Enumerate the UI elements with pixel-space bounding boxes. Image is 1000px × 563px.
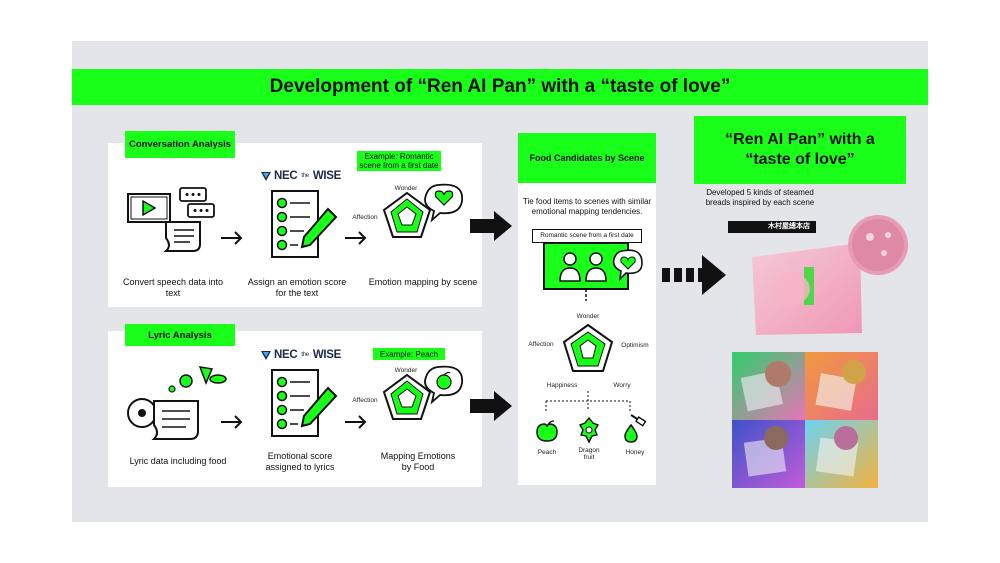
food-candidates-panel: Food Candidates by Scene Tie food items … [518, 133, 656, 485]
nec-wise: WISE [312, 170, 342, 182]
slide: Development of “Ren AI Pan” with a “tast… [72, 41, 928, 522]
lyric-tag: Lyric Analysis [125, 324, 235, 346]
video-speech-icon [127, 187, 215, 252]
food-desc: Tie food items to scenes with similar em… [522, 197, 652, 216]
checklist-pencil-icon [271, 369, 338, 437]
radar-label-wonder: Wonder [394, 367, 418, 374]
honey-icon [624, 414, 647, 443]
radar-label-wonder: Wonder [394, 185, 418, 192]
dragon-fruit-icon [578, 416, 600, 444]
food-candidates-tag: Food Candidates by Scene [518, 133, 656, 183]
arrow-icon [221, 231, 243, 245]
food-item-dragon-fruit: Dragon fruit [578, 447, 600, 461]
peach-icon [536, 420, 558, 442]
steamed-bread-image [752, 215, 908, 335]
step-mapping-food: Mapping Emotions by Food [380, 451, 456, 472]
radar-label-happiness: Happiness [546, 382, 578, 389]
nec-v-icon [261, 171, 271, 181]
bread-variants-image [732, 352, 878, 488]
result-title: “Ren AI Pan” with a “taste of love” [694, 116, 906, 184]
result-desc: Developed 5 kinds of steamed breads insp… [705, 188, 815, 207]
step-emotional-score: Emotional score assigned to lyrics [265, 451, 335, 472]
food-radar-chart [382, 365, 463, 420]
radar-label-affection: Affection [528, 341, 554, 348]
step-convert-speech: Convert speech data into text [122, 277, 224, 298]
arrow-icon [221, 415, 243, 429]
nec-small: the [301, 173, 309, 179]
conversation-tag: Conversation Analysis [125, 131, 235, 158]
nec-wise: WISE [312, 349, 342, 361]
emotion-radar-chart [382, 183, 463, 238]
arrow-icon [345, 231, 367, 245]
food-item-peach: Peach [537, 449, 557, 456]
checklist-pencil-icon [271, 190, 338, 258]
step-lyric-data: Lyric data including food [129, 456, 227, 466]
big-arrow-icon [470, 211, 512, 241]
step-emotion-mapping: Emotion mapping by scene [368, 277, 478, 287]
radar-label-affection: Affection [352, 214, 378, 221]
scene-radar-chart [562, 323, 614, 372]
nec-v-icon [261, 350, 271, 360]
lyric-food-icon [127, 366, 227, 440]
couple-scene-icon [543, 242, 643, 301]
radar-label-worry: Worry [613, 382, 631, 389]
radar-label-wonder: Wonder [576, 313, 600, 320]
dashed-arrow-icon [662, 255, 726, 295]
food-connectors [545, 391, 631, 411]
nec-brand: NEC [274, 170, 298, 182]
nec-small: the [301, 352, 309, 358]
nec-brand: NEC [274, 349, 298, 361]
page-title: Development of “Ren AI Pan” with a “tast… [72, 69, 928, 105]
conversation-example-tag: Example: Romantic scene from a first dat… [357, 151, 441, 171]
radar-label-affection: Affection [352, 397, 378, 404]
lyric-example-tag: Example: Peach [373, 348, 445, 360]
radar-label-optimism: Optimism [621, 342, 649, 349]
big-arrow-icon [470, 391, 512, 421]
arrow-icon [345, 415, 367, 429]
food-item-honey: Honey [625, 449, 645, 456]
brand-tag: 木村屋總本店 [728, 221, 816, 233]
step-assign-score: Assign an emotion score for the text [247, 277, 347, 298]
